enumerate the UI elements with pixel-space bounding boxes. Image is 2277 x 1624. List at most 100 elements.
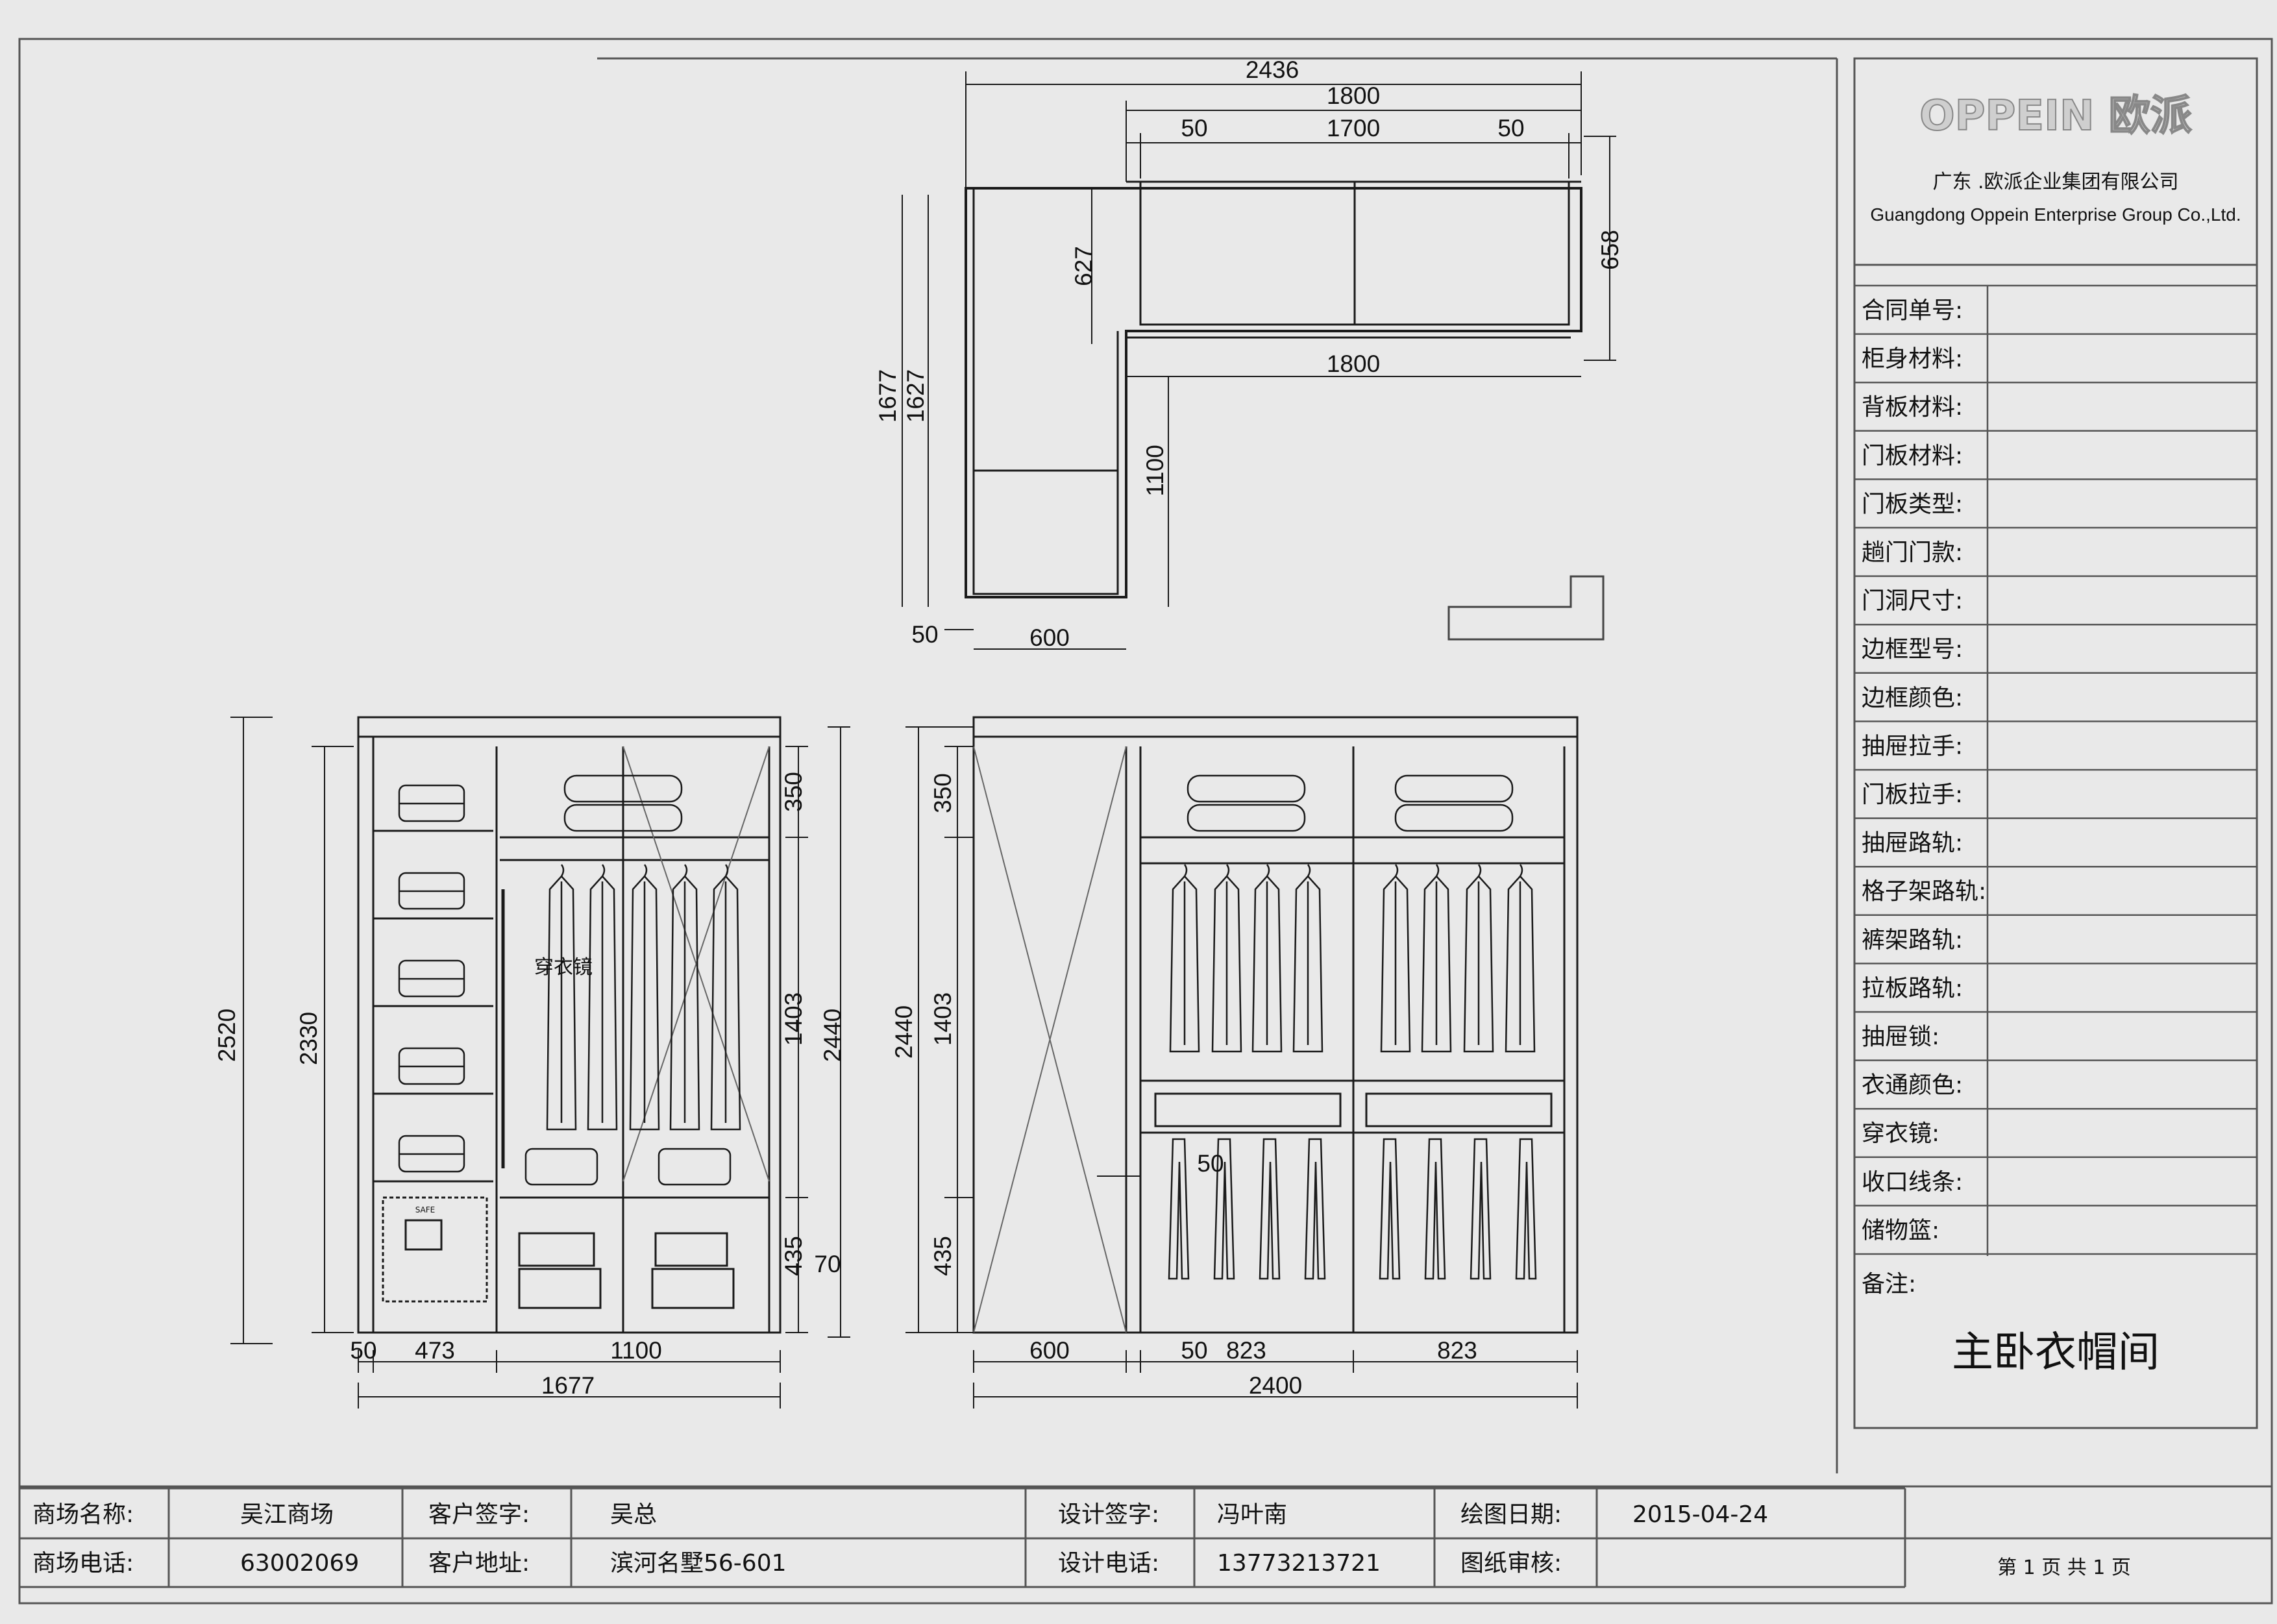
svg-text:600: 600 (1029, 624, 1070, 651)
footer-label: 图纸审核: (1460, 1550, 1562, 1577)
footer-value[interactable]: 13773213721 (1217, 1550, 1381, 1577)
footer-value[interactable]: 吴江商场 (240, 1501, 334, 1528)
svg-text:50: 50 (1497, 115, 1524, 141)
elevation-left-labels: 2520 2330 350 1403 2440 435 70 50 473 11… (214, 772, 846, 1399)
company-name-cn: 广东 .欧派企业集团有限公司 (1932, 171, 2178, 193)
svg-text:1100: 1100 (1142, 445, 1168, 497)
spec-row: 储物篮: (1854, 1205, 2257, 1244)
spec-label: 储物篮: (1862, 1217, 1939, 1244)
folded-shirt (398, 1047, 465, 1085)
svg-text:658: 658 (1597, 230, 1623, 270)
trousers (1304, 1138, 1326, 1280)
folded-towels (563, 774, 1514, 832)
spec-label: 合同单号: (1862, 297, 1963, 324)
svg-text:823: 823 (1437, 1337, 1477, 1364)
folded-shirt (658, 1148, 732, 1186)
footer-label: 商场名称: (32, 1501, 134, 1528)
footer-value[interactable]: 冯叶南 (1217, 1501, 1287, 1528)
svg-text:1100: 1100 (610, 1337, 662, 1364)
trousers (1424, 1138, 1446, 1280)
svg-text:2436: 2436 (1246, 56, 1299, 83)
footer-table (19, 1487, 2272, 1588)
trousers (1379, 1138, 1401, 1280)
spec-row: 穿衣镜: (1854, 1107, 2257, 1147)
garment (629, 864, 660, 1131)
spec-row: 背板材料: (1854, 381, 2257, 421)
footer-value[interactable]: 2015-04-24 (1632, 1501, 1768, 1528)
spec-row: 收口线条: (1854, 1156, 2257, 1196)
footer-label: 客户地址: (428, 1550, 530, 1577)
spec-row: 拉板路轨: (1854, 963, 2257, 1002)
company-name-en: Guangdong Oppein Enterprise Group Co.,Lt… (1870, 204, 2241, 225)
company-logo: OPPEIN 欧派 (1919, 92, 2192, 140)
svg-text:1700: 1700 (1327, 115, 1380, 141)
svg-text:70: 70 (814, 1251, 841, 1277)
folded-shirts-left (398, 784, 732, 1186)
spec-label: 抽屉路轨: (1862, 830, 1963, 857)
svg-text:2440: 2440 (819, 1009, 846, 1062)
garment (587, 864, 618, 1131)
elevation-right (972, 716, 1579, 1334)
svg-text:2330: 2330 (295, 1012, 322, 1065)
trousers (1259, 1138, 1281, 1280)
svg-text:473: 473 (415, 1337, 455, 1364)
spec-label: 门板材料: (1862, 443, 1963, 469)
hanging-garments-left (546, 864, 741, 1131)
garment (1251, 864, 1283, 1053)
trousers (1515, 1138, 1537, 1280)
svg-text:50: 50 (1181, 1337, 1207, 1364)
spec-label: 拉板路轨: (1862, 975, 1963, 1002)
folded-shirt (524, 1148, 598, 1186)
spec-row: 抽屉拉手: (1854, 720, 2257, 759)
garment (1169, 864, 1200, 1053)
spec-row: 合同单号: (1854, 284, 2257, 324)
garment (1421, 864, 1452, 1053)
spec-row: 裤架路轨: (1854, 914, 2257, 953)
svg-text:823: 823 (1226, 1337, 1266, 1364)
hanging-garments-right (1169, 864, 1536, 1053)
spec-row: 门洞尺寸: (1854, 575, 2257, 615)
folded-shirt (398, 872, 465, 910)
spec-label: 门板类型: (1862, 491, 1963, 517)
garment (1505, 864, 1536, 1053)
svg-text:1403: 1403 (780, 992, 807, 1046)
footer-value[interactable]: 滨河名墅56-601 (610, 1550, 787, 1577)
plan-dimensions (902, 71, 1616, 650)
spec-label: 穿衣镜: (1862, 1120, 1939, 1147)
footer-label: 设计签字: (1058, 1501, 1159, 1528)
folded-shirt (398, 784, 465, 822)
spec-label: 衣通颜色: (1862, 1072, 1963, 1099)
mirror-label: 穿衣镜 (534, 956, 593, 979)
svg-text:350: 350 (780, 772, 807, 812)
elevation-right-dimensions (905, 726, 1578, 1409)
garment (669, 864, 700, 1131)
trousers (1168, 1138, 1190, 1280)
footer-label: 商场电话: (32, 1550, 134, 1577)
spec-label: 趟门门款: (1862, 539, 1963, 566)
trouser-rack (1168, 1138, 1537, 1280)
trousers (1470, 1138, 1492, 1280)
garment (710, 864, 741, 1131)
svg-text:2520: 2520 (214, 1009, 240, 1062)
garment (546, 864, 577, 1131)
svg-text:50: 50 (911, 621, 938, 648)
footer-value[interactable]: 吴总 (610, 1501, 657, 1528)
svg-text:50: 50 (350, 1337, 376, 1364)
spec-row: 趟门门款: (1854, 526, 2257, 566)
spec-row: 门板类型: (1854, 478, 2257, 517)
footer-value[interactable]: 63002069 (240, 1550, 359, 1577)
elevation-right-labels: 2440 350 1403 435 50 600 50 823 823 2400 (891, 773, 1477, 1399)
svg-text:1800: 1800 (1327, 82, 1380, 109)
svg-text:350: 350 (929, 773, 956, 813)
spec-row: 抽屉锁: (1854, 1011, 2257, 1050)
spec-label: 抽屉拉手: (1862, 733, 1963, 759)
footer-label: 客户签字: (428, 1501, 530, 1528)
svg-text:50: 50 (1181, 115, 1207, 141)
spec-row: 柜身材料: (1854, 333, 2257, 373)
svg-text:50: 50 (1197, 1150, 1224, 1177)
spec-table: 合同单号:柜身材料:背板材料:门板材料:门板类型:趟门门款:门洞尺寸:边框型号:… (1854, 284, 2257, 1255)
svg-text:2440: 2440 (891, 1005, 917, 1059)
spec-row: 抽屉路轨: (1854, 817, 2257, 857)
spec-label: 边框颜色: (1862, 685, 1963, 711)
